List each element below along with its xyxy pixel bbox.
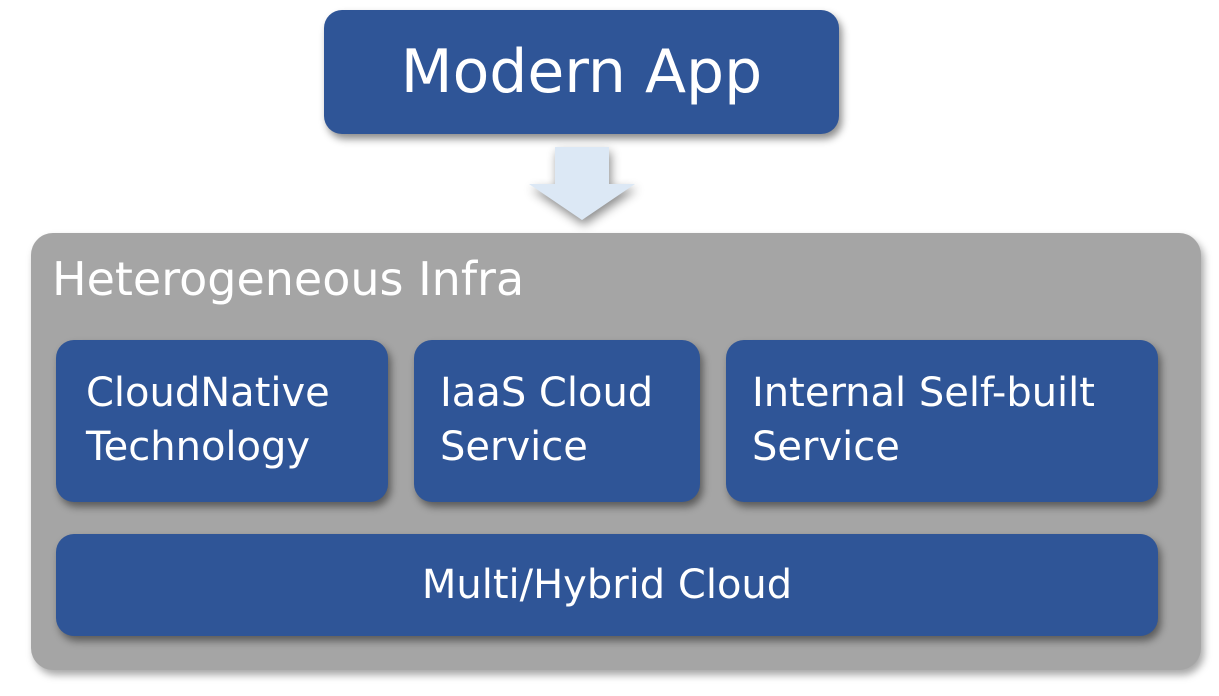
modern-app-label: Modern App: [400, 37, 763, 107]
multi-hybrid-cloud-box: Multi/Hybrid Cloud: [56, 534, 1158, 636]
infra-title: Heterogeneous Infra: [52, 252, 525, 306]
service-box-internal: Internal Self-built Service: [726, 340, 1158, 502]
multi-hybrid-cloud-label: Multi/Hybrid Cloud: [421, 562, 793, 608]
service-label-line1: CloudNative: [86, 370, 330, 416]
service-label-line2: Service: [440, 424, 588, 470]
service-label-line1: Internal Self-built: [752, 370, 1095, 416]
modern-app-box: Modern App: [324, 10, 839, 134]
service-label-line2: Technology: [86, 424, 311, 470]
service-label-line1: IaaS Cloud: [440, 370, 654, 416]
service-box-iaas: IaaS Cloud Service: [414, 340, 700, 502]
service-label-line2: Service: [752, 424, 900, 470]
service-box-cloudnative: CloudNative Technology: [56, 340, 388, 502]
down-arrow-icon: [529, 147, 635, 220]
